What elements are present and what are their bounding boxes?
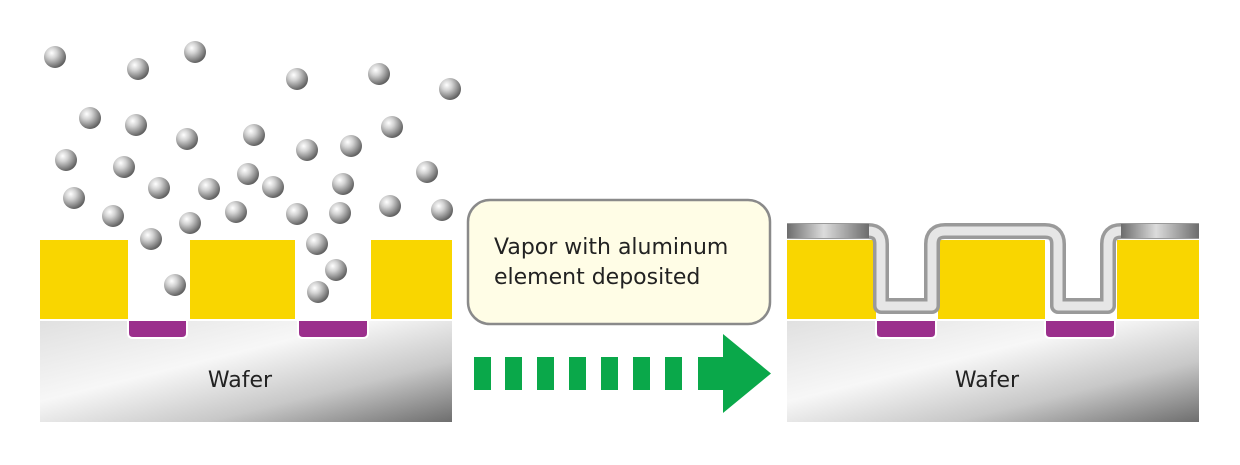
left-insulator-3 xyxy=(371,240,452,320)
aluminum-particle-icon xyxy=(332,173,354,195)
aluminum-particle-icon xyxy=(325,259,347,281)
aluminum-particle-icon xyxy=(179,212,201,234)
aluminum-particle-icon xyxy=(262,176,284,198)
aluminum-particle-icon xyxy=(237,163,259,185)
aluminum-particle-icon xyxy=(439,78,461,100)
right-structure xyxy=(787,223,1199,422)
aluminum-particle-icon xyxy=(286,203,308,225)
aluminum-particle-icon xyxy=(381,116,403,138)
callout-line-1: Vapor with aluminum xyxy=(494,235,728,260)
right-insulator-2 xyxy=(938,240,1045,320)
left-wafer-label: Wafer xyxy=(208,368,273,393)
left-contact-2 xyxy=(297,319,369,339)
aluminum-particle-icon xyxy=(368,63,390,85)
callout-line-2: element deposited xyxy=(494,265,700,290)
aluminum-particle-icon xyxy=(55,149,77,171)
aluminum-particle-icon xyxy=(286,68,308,90)
aluminum-particle-icon xyxy=(431,199,453,221)
aluminum-particle-icon xyxy=(306,233,328,255)
aluminum-particle-icon xyxy=(225,201,247,223)
aluminum-particle-icon xyxy=(102,205,124,227)
left-insulator-2 xyxy=(190,240,295,320)
left-contact-1 xyxy=(127,319,188,339)
aluminum-particle-icon xyxy=(148,177,170,199)
aluminum-particle-icon xyxy=(127,58,149,80)
callout-box: Vapor with aluminum element deposited xyxy=(466,198,772,326)
aluminum-particle-icon xyxy=(416,161,438,183)
aluminum-particle-icon xyxy=(125,114,147,136)
aluminum-particle-icon xyxy=(113,156,135,178)
right-insulator-3 xyxy=(1117,240,1199,320)
aluminum-particle-icon xyxy=(176,128,198,150)
aluminum-particle-icon xyxy=(307,281,329,303)
left-wafer xyxy=(40,320,452,422)
aluminum-particles xyxy=(44,41,461,303)
right-contact-1 xyxy=(875,319,937,339)
right-wafer xyxy=(787,320,1199,422)
process-arrow-icon xyxy=(474,334,771,413)
right-wafer-label: Wafer xyxy=(955,368,1020,393)
aluminum-particle-icon xyxy=(63,187,85,209)
aluminum-particle-icon xyxy=(140,228,162,250)
aluminum-particle-icon xyxy=(164,274,186,296)
aluminum-particle-icon xyxy=(184,41,206,63)
aluminum-particle-icon xyxy=(340,135,362,157)
aluminum-particle-icon xyxy=(79,107,101,129)
aluminum-particle-icon xyxy=(198,178,220,200)
aluminum-particle-icon xyxy=(379,195,401,217)
aluminum-particle-icon xyxy=(44,46,66,68)
aluminum-particle-icon xyxy=(243,124,265,146)
left-structure xyxy=(40,240,452,422)
right-contact-2 xyxy=(1044,319,1116,339)
aluminum-film xyxy=(787,223,1199,314)
aluminum-particle-icon xyxy=(296,139,318,161)
left-insulator-1 xyxy=(40,240,128,320)
right-insulator-1 xyxy=(787,240,876,320)
aluminum-particle-icon xyxy=(329,202,351,224)
